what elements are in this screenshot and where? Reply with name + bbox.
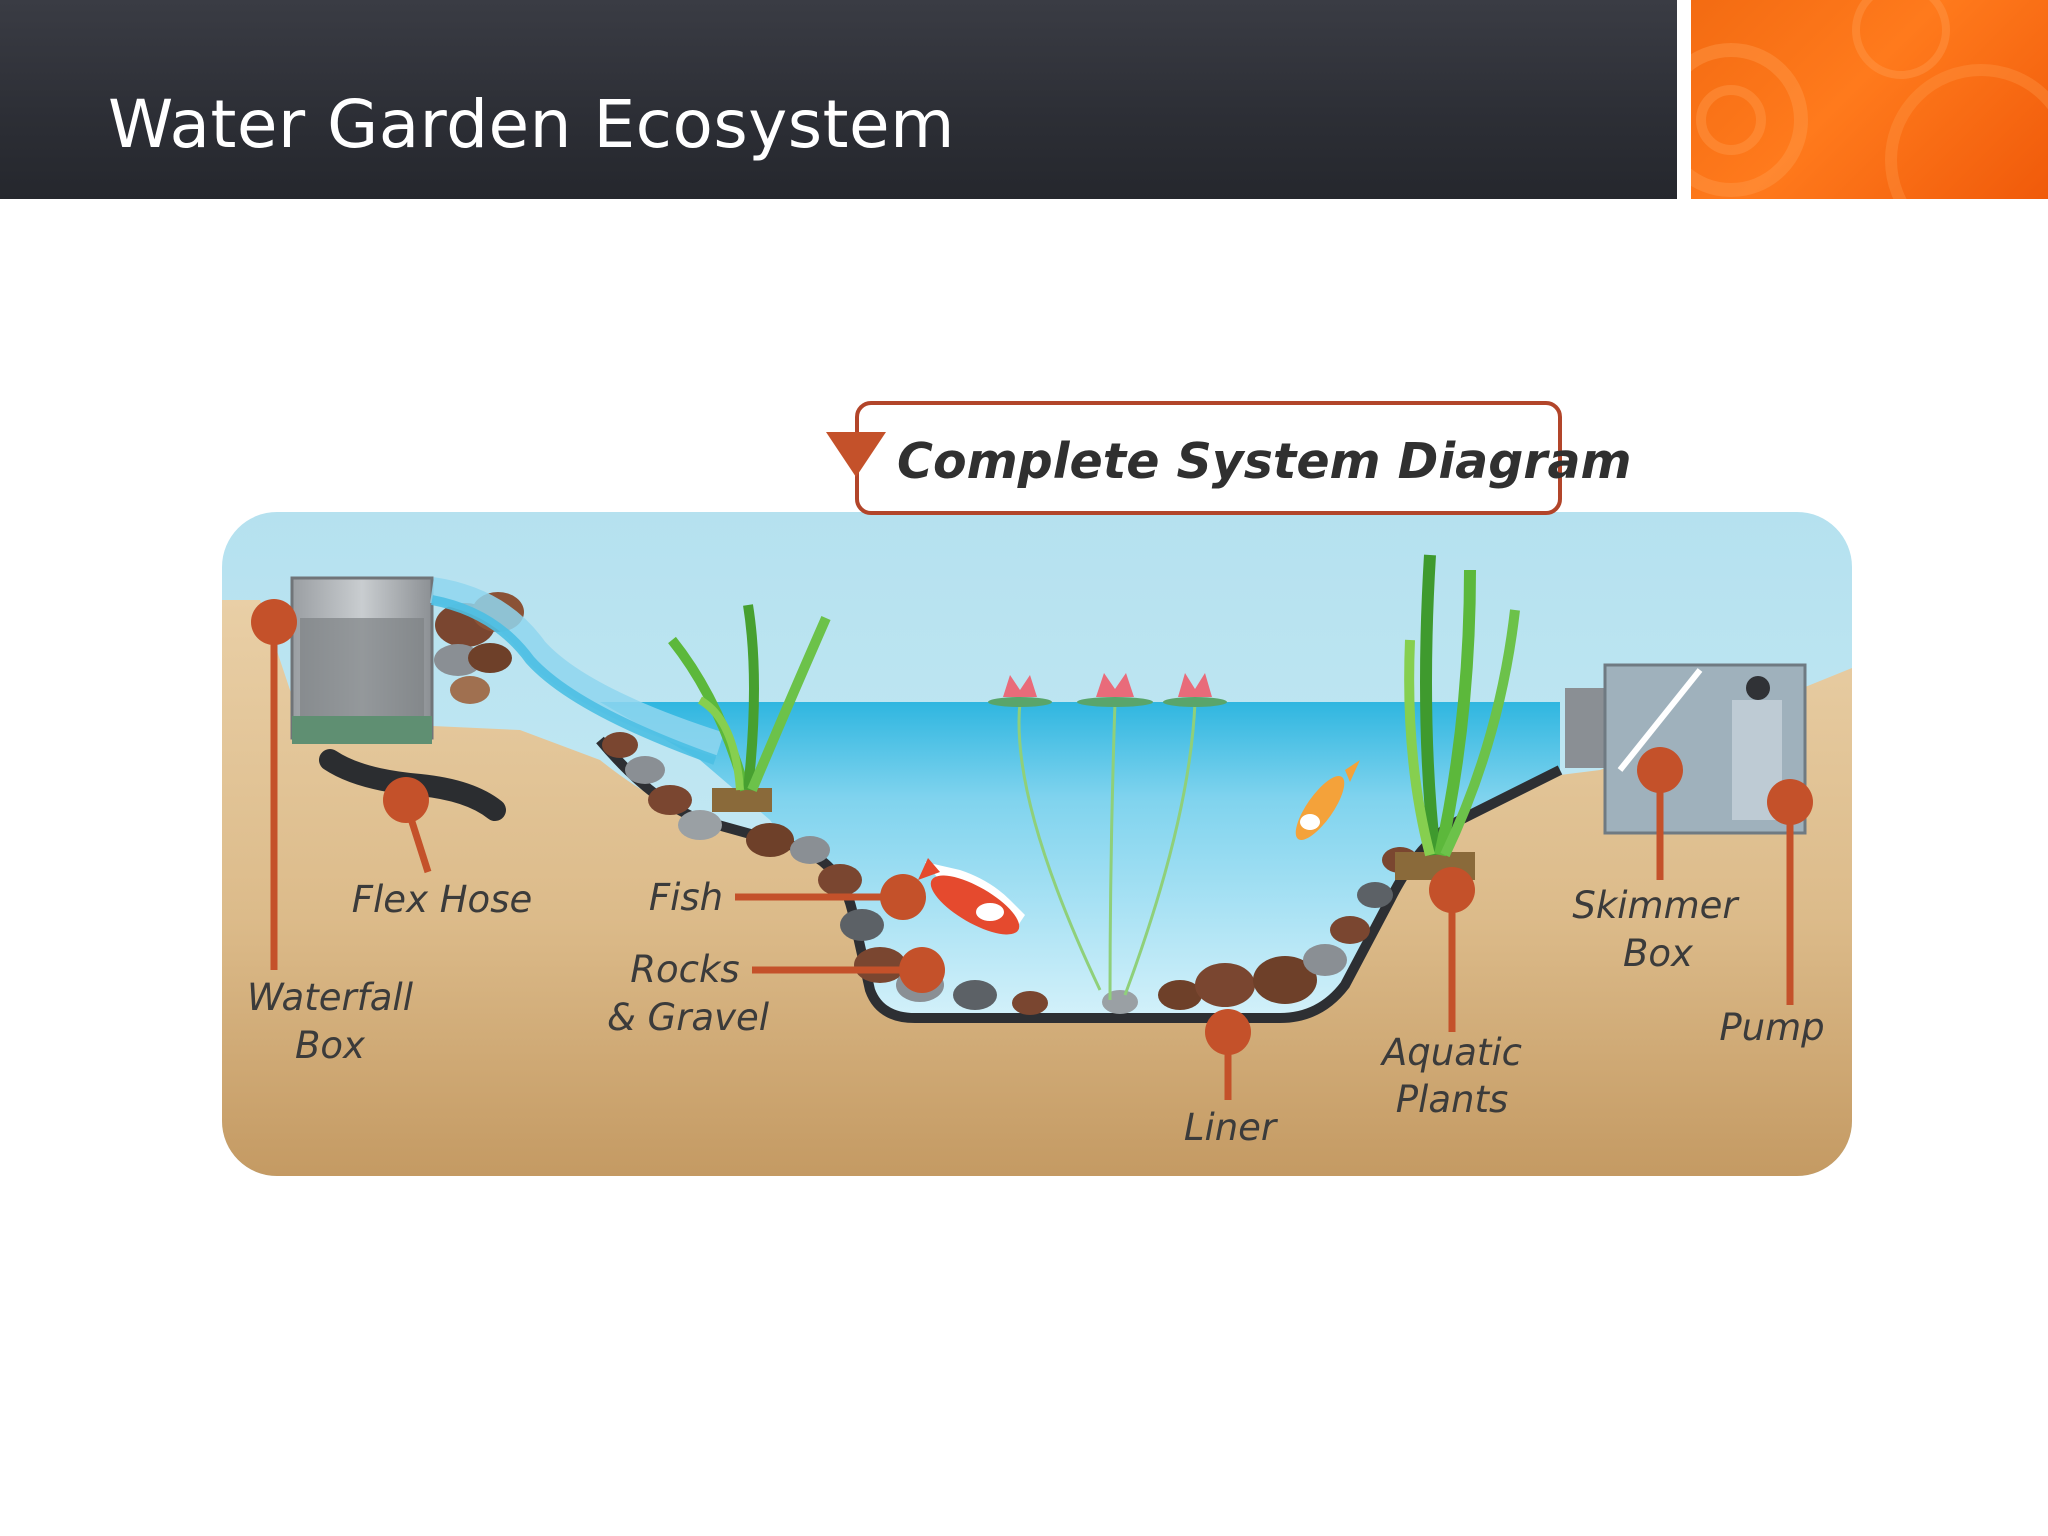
plant-right [1395, 554, 1520, 880]
diagram-title-tag: Complete System Diagram [826, 401, 1632, 515]
label-skimmer-box-2: Box [1623, 932, 1694, 975]
callout-lines [251, 599, 1813, 1100]
label-fish: Fish [649, 876, 723, 919]
callout-dot-waterfall [251, 599, 297, 645]
label-skimmer-box-1: Skimmer [1572, 884, 1740, 927]
label-aquatic-plants-2: Plants [1396, 1078, 1509, 1121]
slide-title: Water Garden Ecosystem [108, 86, 955, 163]
callout-dot-rocks [899, 947, 945, 993]
title-arrow-icon [826, 432, 886, 477]
label-aquatic-plants-1: Aquatic [1380, 1031, 1522, 1074]
callout-dot-aquatic-plants [1429, 867, 1475, 913]
callout-dot-fish [880, 874, 926, 920]
soil [222, 600, 1852, 1176]
header-divider [1677, 0, 1691, 199]
callout-dot-liner [1205, 1009, 1251, 1055]
pond-water [600, 702, 1560, 1020]
callout-dot-flex-hose [383, 777, 429, 823]
callout-dot-skimmer [1637, 747, 1683, 793]
water-lilies [988, 673, 1227, 1001]
label-rocks-2: & Gravel [607, 996, 770, 1039]
slide-header: Water Garden Ecosystem [0, 0, 1677, 199]
koi-fish-orange [1295, 760, 1360, 841]
label-waterfall-box-1: Waterfall [247, 976, 414, 1019]
callout-labels: Waterfall Box Flex Hose Fish Rocks & Gra… [247, 876, 1825, 1149]
koi-fish-red [918, 858, 1025, 935]
label-pump: Pump [1719, 1006, 1824, 1049]
callout-dot-pump [1767, 779, 1813, 825]
orange-accent-panel [1691, 0, 2048, 199]
label-flex-hose: Flex Hose [352, 878, 532, 921]
label-waterfall-box-2: Box [295, 1024, 366, 1067]
diagram-title: Complete System Diagram [897, 433, 1632, 490]
plant-left [668, 604, 831, 812]
label-liner: Liner [1184, 1106, 1279, 1149]
label-rocks-1: Rocks [630, 948, 739, 991]
accent-pattern [1691, 0, 2048, 199]
waterfall-box [290, 576, 724, 765]
